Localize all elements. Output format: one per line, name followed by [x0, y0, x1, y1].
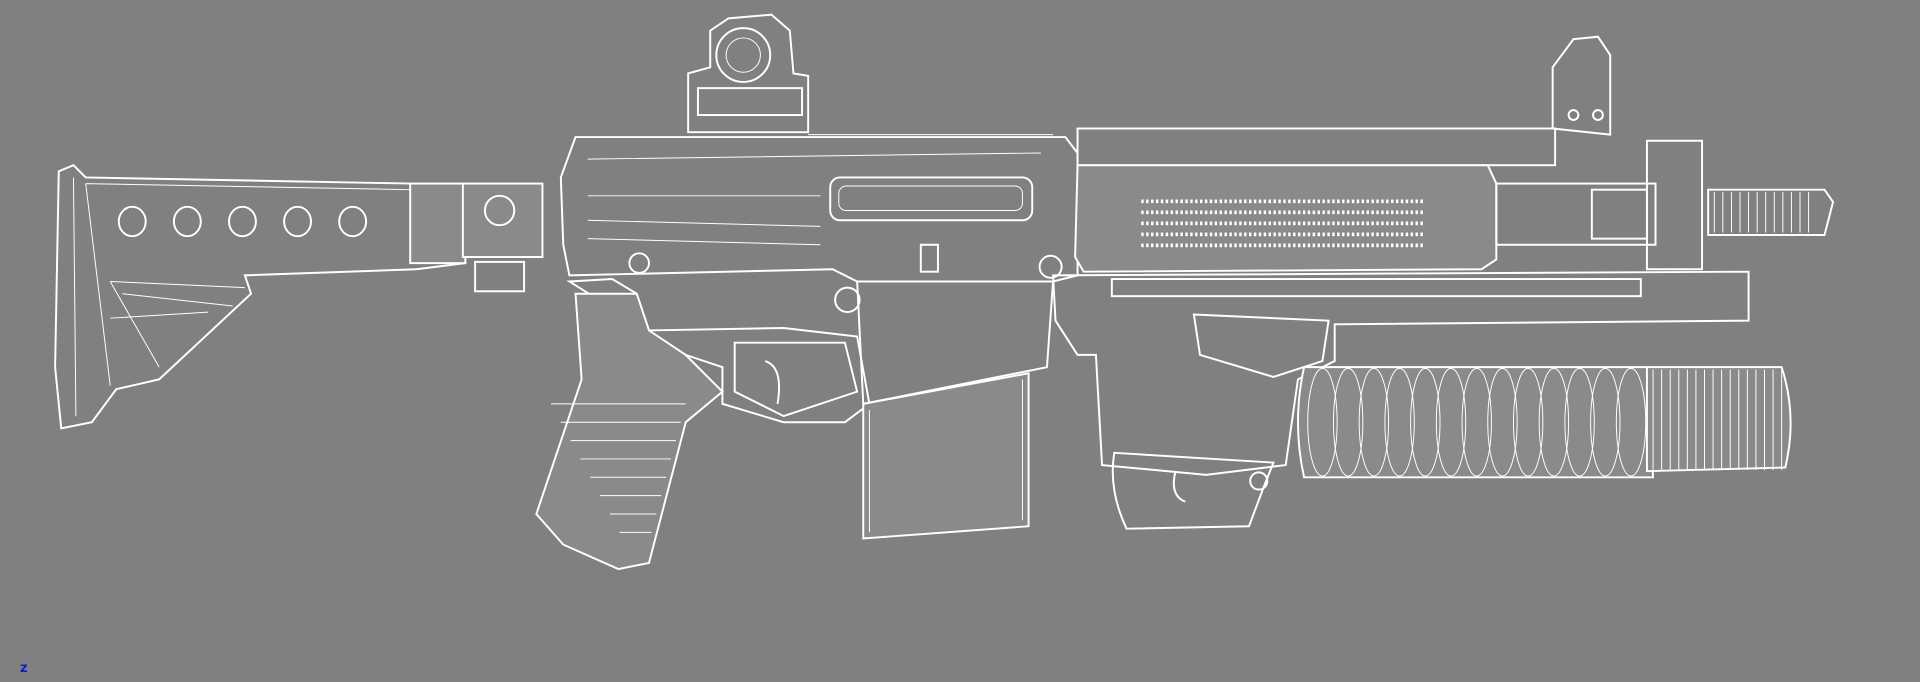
axis-indicator-z: z: [20, 661, 28, 676]
upper-receiver: [559, 134, 1079, 283]
stock: [54, 164, 544, 430]
front-sight: [1551, 35, 1835, 271]
grenade-launcher: [1052, 270, 1792, 530]
lower-receiver: [535, 278, 1055, 571]
handguard: [1074, 127, 1657, 273]
rear-sight: [687, 13, 810, 134]
